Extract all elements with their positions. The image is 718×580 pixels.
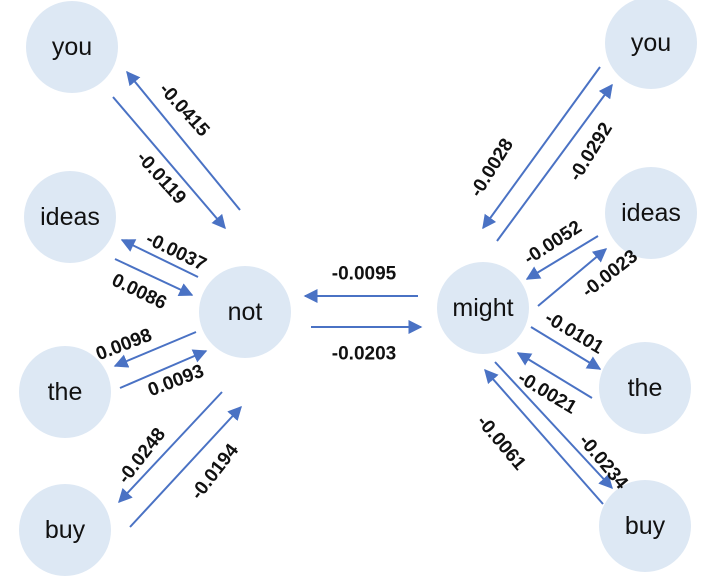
node-ideas-right: ideas — [605, 167, 697, 259]
edge-label-not-to-the: 0.0098 — [93, 325, 155, 365]
edge-you-to-might — [482, 66, 601, 230]
node-label: the — [48, 378, 83, 406]
node-label: buy — [45, 516, 86, 544]
edge-might-to-ideas — [537, 248, 608, 307]
edge-you-to-not — [112, 96, 226, 230]
edge-not-to-you — [126, 70, 241, 211]
node-label: ideas — [40, 203, 100, 231]
node-the-right: the — [599, 342, 691, 434]
edge-label-ideas-to-might: -0.0052 — [520, 217, 585, 270]
edge-label-not-to-might: -0.0203 — [332, 344, 396, 365]
node-label: you — [52, 33, 92, 61]
node-circle — [199, 266, 291, 358]
node-circle — [19, 346, 111, 438]
edge-label-not-to-you: -0.0415 — [155, 79, 214, 141]
edge-might-to-buy — [494, 361, 613, 490]
node-circle — [605, 167, 697, 259]
node-circle — [26, 1, 118, 93]
node-not: not — [199, 266, 291, 358]
edge-label-not-to-ideas: -0.0037 — [142, 228, 209, 275]
node-buy-left: buy — [19, 484, 111, 576]
edge-label-ideas-to-not: 0.0086 — [108, 270, 169, 314]
node-circle — [599, 480, 691, 572]
node-you-left: you — [26, 1, 118, 93]
edge-not-to-the — [113, 331, 197, 368]
edge-label-buy-to-might: -0.0061 — [472, 412, 530, 475]
node-buy-right: buy — [599, 480, 691, 572]
node-you-right: you — [605, 0, 697, 89]
edge-label-might-to-ideas: -0.0023 — [578, 246, 642, 302]
edge-might-to-you — [496, 83, 613, 242]
edge-label-might-to-buy: -0.0234 — [574, 431, 632, 494]
node-label: not — [228, 298, 263, 326]
node-label: buy — [625, 512, 666, 540]
edge-ideas-to-not — [114, 258, 194, 297]
edge-buy-to-not — [129, 405, 242, 528]
edge-ideas-to-might — [525, 235, 599, 280]
nodes: you ideas the buy not might you ideas — [19, 0, 697, 576]
node-circle — [605, 0, 697, 89]
edge-label-the-to-not: 0.0093 — [145, 361, 207, 401]
node-the-left: the — [19, 346, 111, 438]
edge-the-to-not — [119, 349, 208, 389]
edge-buy-to-might — [484, 368, 604, 505]
node-label: you — [631, 29, 671, 57]
edge-label-might-to-the: -0.0101 — [541, 307, 607, 358]
edge-label-buy-to-not: -0.0194 — [187, 440, 243, 504]
edges — [112, 66, 613, 528]
node-label: the — [628, 374, 663, 402]
node-circle — [24, 171, 116, 263]
node-might: might — [437, 262, 529, 354]
edge-not-to-ideas — [120, 239, 199, 278]
node-label: might — [452, 294, 513, 322]
node-ideas-left: ideas — [24, 171, 116, 263]
edge-not-to-buy — [118, 391, 223, 504]
edge-label-might-to-you: -0.0292 — [565, 119, 617, 185]
node-label: ideas — [621, 199, 681, 227]
edge-labels: -0.0415 -0.0119 -0.0037 0.0086 0.0098 0.… — [93, 79, 642, 504]
node-circle — [437, 262, 529, 354]
edge-label-might-to-not: -0.0095 — [332, 264, 397, 285]
edge-the-to-might — [516, 352, 593, 399]
node-circle — [599, 342, 691, 434]
node-circle — [19, 484, 111, 576]
edge-might-to-the — [530, 326, 602, 370]
